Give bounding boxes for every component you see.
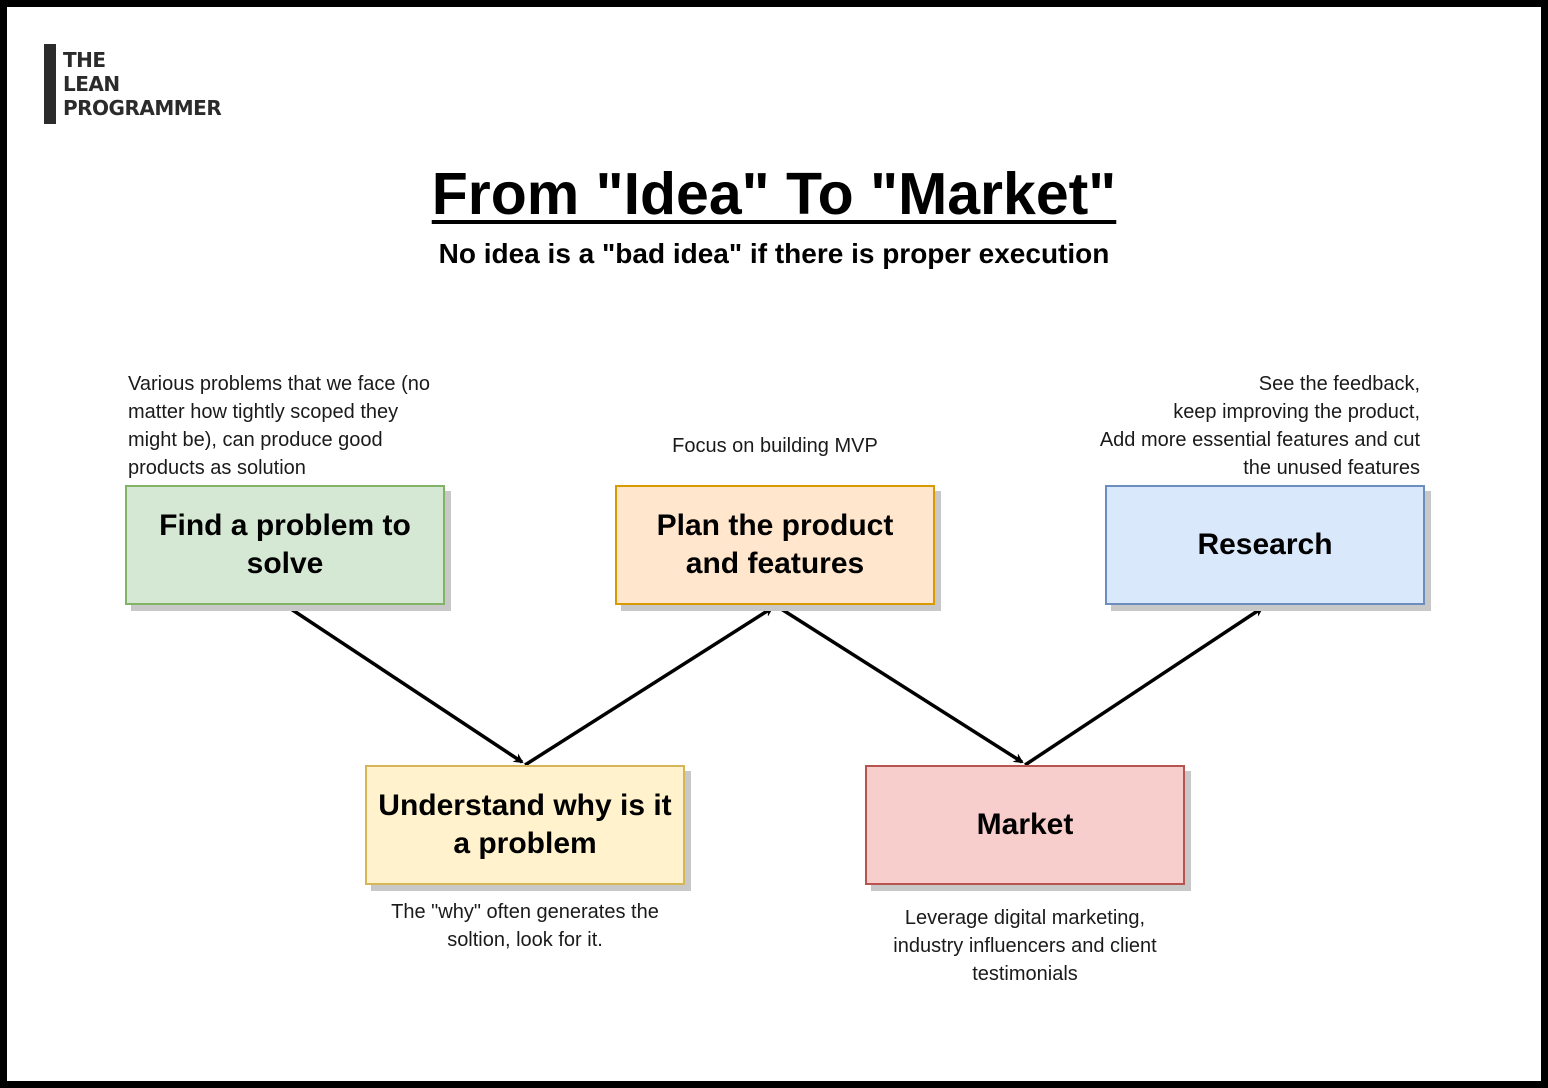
- find-note: Various problems that we face (no matter…: [128, 370, 488, 482]
- step-label: Research: [1197, 528, 1333, 561]
- note-line: soltion, look for it.: [447, 929, 603, 951]
- step-find-problem: Find a problem to solve: [125, 485, 445, 605]
- note-line: the unused features: [1243, 457, 1420, 479]
- step-label: Understand why is it a problem: [378, 789, 672, 860]
- note-line: industry influencers and client: [893, 935, 1157, 957]
- logo-bar: [44, 44, 56, 124]
- understand-note: The "why" often generates the soltion, l…: [345, 898, 705, 954]
- note-line: Focus on building MVP: [672, 435, 878, 457]
- logo-line: PROGRAMMER: [63, 96, 222, 120]
- logo-line: THE: [63, 48, 106, 72]
- logo: THE LEAN PROGRAMMER: [63, 48, 222, 120]
- step-research: Research: [1105, 485, 1425, 605]
- note-line: Add more essential features and cut: [1099, 429, 1420, 451]
- page-title: From "Idea" To "Market": [431, 161, 1117, 227]
- note-line: matter how tightly scoped they: [128, 401, 399, 423]
- note-line: might be), can produce good: [128, 429, 383, 451]
- arrow-plan-to-market: [774, 603, 1024, 764]
- note-line: keep improving the product,: [1173, 401, 1420, 423]
- step-plan-product: Plan the product and features: [615, 485, 935, 605]
- step-label: Find a problem to solve: [159, 509, 411, 580]
- logo-line: LEAN: [63, 72, 120, 96]
- note-line: See the feedback,: [1258, 373, 1420, 395]
- note-line: testimonials: [972, 963, 1078, 985]
- research-note: See the feedback, keep improving the pro…: [1020, 370, 1420, 482]
- page-subtitle: No idea is a "bad idea" if there is prop…: [438, 238, 1110, 269]
- note-line: Various problems that we face (no: [128, 373, 431, 395]
- arrow-find-to-understand: [284, 603, 524, 764]
- step-label: Plan the product and features: [656, 509, 894, 580]
- step-label: Market: [976, 808, 1074, 841]
- note-line: The "why" often generates the: [391, 901, 659, 923]
- step-market: Market: [865, 765, 1185, 885]
- note-line: products as solution: [128, 457, 306, 479]
- step-understand-problem: Understand why is it a problem: [365, 765, 685, 885]
- plan-note: Focus on building MVP: [595, 432, 955, 460]
- market-note: Leverage digital marketing, industry inf…: [845, 904, 1205, 988]
- note-line: Leverage digital marketing,: [904, 907, 1146, 929]
- arrow-understand-to-plan: [524, 606, 774, 767]
- arrow-market-to-research: [1024, 606, 1264, 767]
